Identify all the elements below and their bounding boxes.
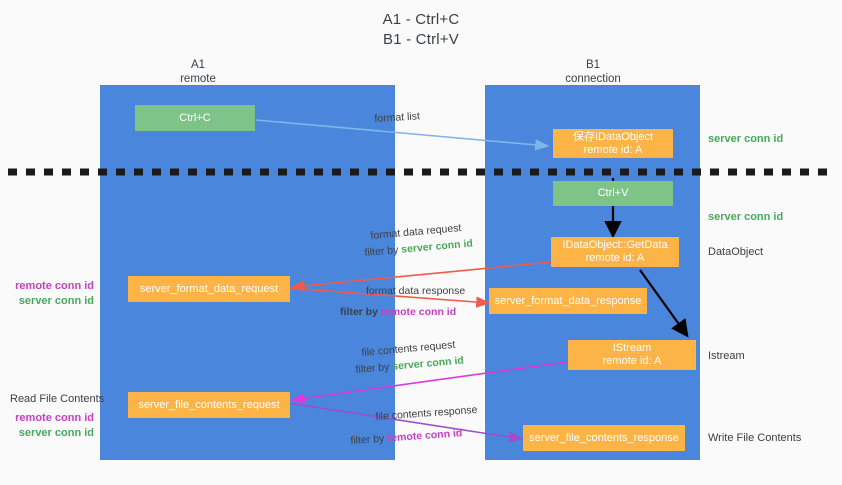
node-ctrl-v[interactable]: Ctrl+V	[553, 181, 673, 206]
node-istream-line2: remote id: A	[602, 355, 662, 367]
left-label-server-conn-id-1: server conn id	[18, 295, 94, 307]
node-server-file-contents-response[interactable]: server_file_contents_response	[523, 425, 685, 451]
node-ctrl-c[interactable]: Ctrl+C	[135, 105, 255, 131]
right-label-server-conn-id-mid: server conn id	[708, 211, 784, 223]
right-label-server-conn-id-top: server conn id	[708, 133, 784, 145]
filter-prefix: filter by	[355, 360, 393, 376]
filter-prefix: filter by	[340, 306, 381, 318]
filter-key-server-conn-id: server conn id	[400, 237, 474, 256]
node-save-idataobject[interactable]: 保存IDataObject remote id: A	[553, 129, 673, 158]
node-istream[interactable]: IStream remote id: A	[568, 340, 696, 370]
column-header-b1-name: B1	[585, 59, 601, 71]
right-label-istream: Istream	[708, 350, 745, 362]
node-server-format-data-request-label: server_format_data_request	[139, 282, 279, 295]
node-idataobject-getdata-line2: remote id: A	[585, 252, 645, 264]
annotation-format-list: format list	[374, 110, 421, 125]
column-header-b1: B1 connection	[545, 58, 641, 86]
node-server-file-contents-response-label: server_file_contents_response	[529, 431, 679, 444]
node-idataobject-getdata-line1: IDataObject::GetData	[562, 239, 668, 251]
node-server-format-data-response[interactable]: server_format_data_response	[489, 288, 647, 314]
filter-key-remote-conn-id: remote conn id	[386, 427, 463, 445]
left-label-remote-conn-id-1: remote conn id	[15, 280, 94, 292]
left-label-remote-conn-id-2: remote conn id	[15, 412, 94, 424]
diagram-title-line1: A1 - Ctrl+C	[382, 11, 460, 28]
node-ctrl-v-label: Ctrl+V	[597, 187, 629, 199]
node-save-idataobject-line2: remote id: A	[583, 143, 643, 156]
column-header-a1-subtitle: remote	[180, 73, 216, 85]
node-istream-line1: IStream	[612, 342, 652, 354]
left-legend-read-file-contents: Read File Contents	[0, 392, 106, 407]
right-label-write-file-contents: Write File Contents	[708, 432, 802, 444]
node-ctrl-c-label: Ctrl+C	[179, 111, 211, 124]
node-server-format-data-request[interactable]: server_format_data_request	[128, 276, 290, 302]
column-header-a1-name: A1	[190, 59, 206, 71]
node-save-idataobject-line1: 保存IDataObject	[572, 130, 654, 143]
node-server-format-data-response-label: server_format_data_response	[494, 294, 642, 307]
filter-key-server-conn-id: server conn id	[391, 354, 465, 373]
node-server-file-contents-request-label: server_file_contents_request	[138, 398, 280, 411]
left-label-read-file-contents: Read File Contents	[10, 393, 105, 405]
annotation-format-data-response-filter: filter by remote conn id	[340, 305, 456, 319]
column-header-b1-subtitle: connection	[565, 73, 621, 85]
annotation-format-data-response: format data response	[366, 285, 466, 297]
diagram-title-line2: B1 - Ctrl+V	[383, 31, 459, 48]
left-label-server-conn-id-2: server conn id	[18, 427, 94, 439]
filter-key-remote-conn-id: remote conn id	[380, 306, 457, 318]
filter-prefix: filter by	[350, 432, 388, 447]
node-server-file-contents-request[interactable]: server_file_contents_request	[128, 392, 290, 418]
node-idataobject-getdata[interactable]: IDataObject::GetData remote id: A	[551, 237, 679, 267]
left-legend-conn-ids-1: remote conn id server conn id	[0, 279, 94, 309]
filter-prefix: filter by	[364, 243, 402, 259]
column-header-a1: A1 remote	[150, 58, 246, 86]
right-label-dataobject: DataObject	[708, 246, 764, 258]
left-legend-conn-ids-2: remote conn id server conn id	[0, 411, 94, 441]
